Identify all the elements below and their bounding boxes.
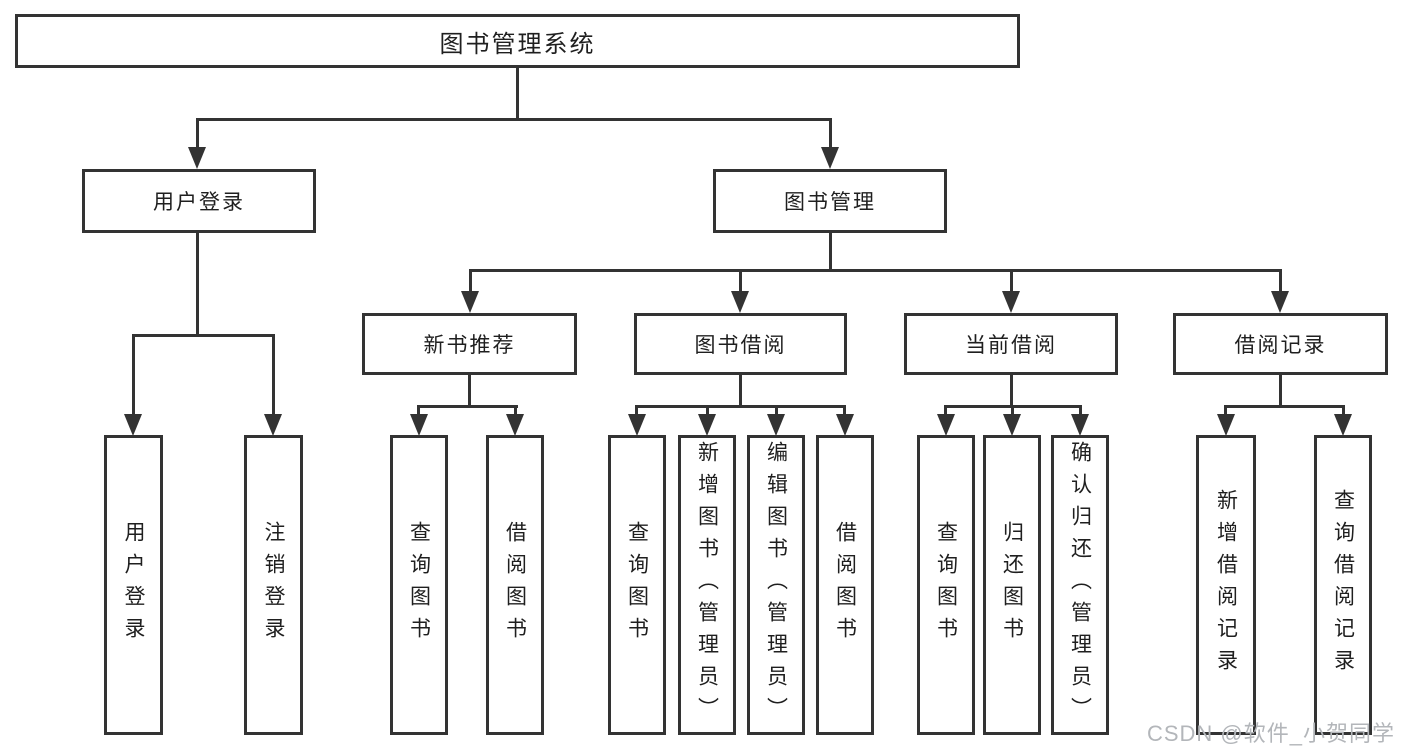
- node-label: 图书管理系统: [439, 30, 596, 58]
- csdn-watermark: CSDN @软件_小贺同学: [1146, 721, 1395, 746]
- connector-line: [132, 334, 275, 337]
- leaf-confirm-return-admin: 确认归还（管理员）: [1051, 435, 1109, 735]
- connector-line: [469, 269, 1282, 272]
- connector-line: [516, 68, 519, 121]
- arrowhead: [410, 414, 428, 436]
- node-current-borrowing: 当前借阅: [904, 313, 1118, 375]
- leaf-edit-book-admin: 编辑图书（管理员）: [747, 435, 805, 735]
- connector-line: [132, 334, 135, 415]
- arrowhead: [731, 291, 749, 313]
- arrowhead: [264, 414, 282, 436]
- leaf-label: 查询借阅记录: [1331, 489, 1355, 681]
- leaf-return-books: 归还图书: [983, 435, 1041, 735]
- node-book-management: 图书管理: [713, 169, 947, 233]
- connector-line: [843, 405, 846, 416]
- leaf-query-borrow-record: 查询借阅记录: [1314, 435, 1372, 735]
- leaf-borrow-books-2: 借阅图书: [816, 435, 874, 735]
- connector-line: [417, 405, 518, 408]
- arrowhead: [1271, 291, 1289, 313]
- connector-line: [417, 405, 420, 416]
- arrowhead: [937, 414, 955, 436]
- leaf-query-books-3: 查询图书: [917, 435, 975, 735]
- arrowhead: [506, 414, 524, 436]
- connector-line: [829, 118, 832, 150]
- connector-line: [739, 269, 742, 293]
- connector-line: [272, 334, 275, 415]
- leaf-user-login: 用户登录: [104, 435, 163, 735]
- connector-line: [775, 405, 778, 416]
- node-library-management-system: 图书管理系统: [15, 14, 1020, 68]
- node-label: 借阅记录: [1234, 334, 1327, 357]
- node-label: 当前借阅: [965, 334, 1057, 357]
- leaf-label: 查询图书: [625, 521, 649, 649]
- leaf-label: 查询图书: [934, 521, 958, 649]
- arrowhead: [821, 147, 839, 169]
- leaf-label: 新增借阅记录: [1214, 489, 1238, 681]
- connector-line: [196, 118, 832, 121]
- connector-line: [1342, 405, 1345, 416]
- leaf-query-books-2: 查询图书: [608, 435, 666, 735]
- connector-line: [1279, 269, 1282, 293]
- arrowhead: [1002, 291, 1020, 313]
- leaf-logout: 注销登录: [244, 435, 303, 735]
- leaf-label: 借阅图书: [503, 521, 527, 649]
- arrowhead: [836, 414, 854, 436]
- arrowhead: [1071, 414, 1089, 436]
- connector-line: [1010, 375, 1013, 407]
- arrowhead: [767, 414, 785, 436]
- node-label: 新书推荐: [423, 334, 516, 357]
- connector-line: [468, 375, 471, 407]
- node-borrowing-records: 借阅记录: [1173, 313, 1388, 375]
- connector-line: [706, 405, 709, 416]
- connector-line: [739, 375, 742, 407]
- leaf-label: 借阅图书: [833, 521, 857, 649]
- connector-line: [1079, 405, 1082, 416]
- arrowhead: [628, 414, 646, 436]
- leaf-add-book-admin: 新增图书（管理员）: [678, 435, 736, 735]
- connector-line: [944, 405, 947, 416]
- leaf-borrow-books-1: 借阅图书: [486, 435, 544, 735]
- arrowhead: [1334, 414, 1352, 436]
- connector-line: [469, 269, 472, 293]
- connector-line: [1010, 269, 1013, 293]
- arrowhead: [124, 414, 142, 436]
- arrowhead: [698, 414, 716, 436]
- leaf-label: 注销登录: [262, 521, 285, 649]
- arrowhead: [1003, 414, 1021, 436]
- arrowhead: [461, 291, 479, 313]
- leaf-query-books-1: 查询图书: [390, 435, 448, 735]
- leaf-label: 编辑图书（管理员）: [764, 441, 788, 729]
- connector-line: [1224, 405, 1345, 408]
- node-book-borrowing: 图书借阅: [634, 313, 847, 375]
- connector-line: [635, 405, 638, 416]
- node-label: 用户登录: [153, 191, 245, 214]
- leaf-add-borrow-record: 新增借阅记录: [1196, 435, 1256, 735]
- connector-line: [1279, 375, 1282, 407]
- node-new-book-recommend: 新书推荐: [362, 313, 577, 375]
- connector-line: [196, 232, 199, 336]
- connector-line: [1011, 405, 1014, 416]
- connector-line: [635, 405, 846, 408]
- node-user-login: 用户登录: [82, 169, 316, 233]
- connector-line: [1224, 405, 1227, 416]
- connector-line: [196, 118, 199, 150]
- leaf-label: 用户登录: [122, 521, 145, 649]
- arrowhead: [1217, 414, 1235, 436]
- connector-line: [829, 232, 832, 271]
- node-label: 图书管理: [784, 191, 876, 214]
- arrowhead: [188, 147, 206, 169]
- leaf-label: 新增图书（管理员）: [695, 441, 719, 729]
- node-label: 图书借阅: [694, 334, 787, 357]
- connector-line: [514, 405, 517, 416]
- leaf-label: 归还图书: [1000, 521, 1024, 649]
- leaf-label: 查询图书: [407, 521, 431, 649]
- leaf-label: 确认归还（管理员）: [1068, 441, 1092, 729]
